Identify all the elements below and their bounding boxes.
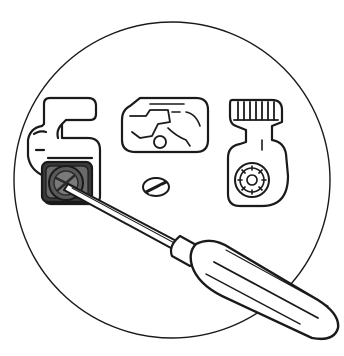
center-mechanism-part-icon	[122, 98, 208, 152]
right-toothed-part-icon	[228, 100, 288, 206]
screw-slot-icon	[143, 178, 169, 196]
